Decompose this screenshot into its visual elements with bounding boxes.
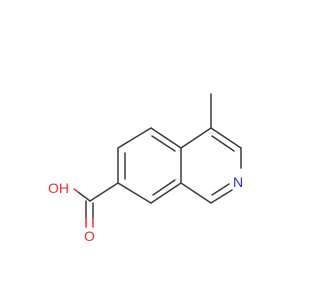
- carbonyl-oxygen-label: O: [84, 228, 95, 244]
- bond-c7-c8-inner: [211, 135, 235, 152]
- bond-c5-c6-inner: [151, 135, 176, 152]
- hydroxyl-label: OH: [48, 180, 69, 196]
- bond-c5-c6: [150, 127, 182, 149]
- bond-c6-c1: [117, 127, 152, 149]
- bond-c5-c7: [180, 127, 212, 149]
- bond-c-oh: [77, 191, 91, 202]
- structure-canvas: OH O N: [48, 93, 243, 244]
- molecule-diagram: OH O N: [48, 93, 243, 244]
- bond-c1-ccooh: [89, 182, 119, 202]
- bond-c-oh-o: [73, 188, 79, 193]
- bond-c3-c4-inner: [152, 179, 176, 196]
- bond-c4-c9: [180, 182, 212, 204]
- bond-c9-n-inner: [211, 183, 230, 196]
- nitrogen-label: N: [233, 174, 243, 190]
- bond-c2-c3: [117, 182, 152, 204]
- bond-c7-c8: [210, 127, 242, 149]
- bond-c3-c4: [150, 182, 182, 204]
- bond-c9-n: [210, 189, 233, 204]
